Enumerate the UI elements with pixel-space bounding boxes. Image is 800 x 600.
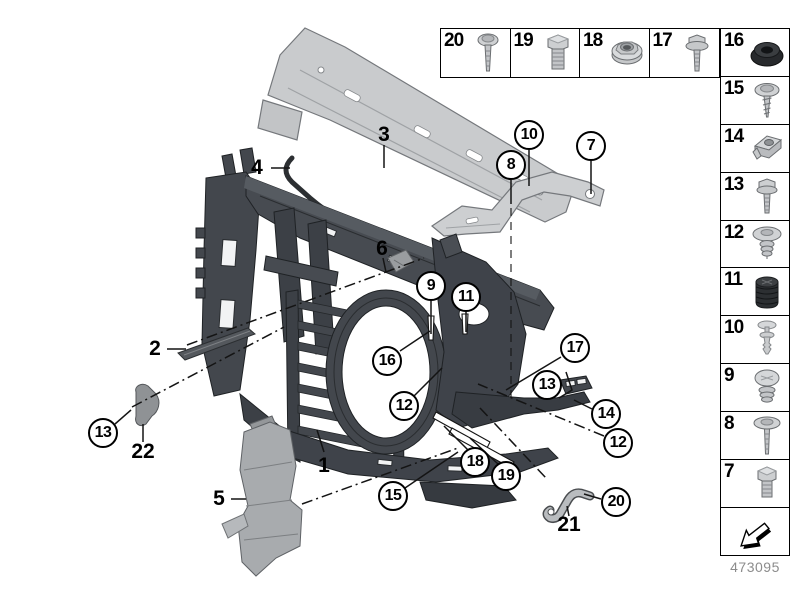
callout-5[interactable]: 5 bbox=[213, 487, 225, 510]
callout-12[interactable]: 12 bbox=[603, 428, 633, 458]
legend-item-number: 10 bbox=[724, 317, 744, 339]
legend-item-number: 13 bbox=[724, 173, 744, 195]
legend-item-number: 16 bbox=[724, 30, 744, 51]
legend-item-13[interactable]: 13 bbox=[720, 171, 790, 222]
expansion-plug-icon bbox=[755, 276, 779, 309]
hex-bolt-icon bbox=[546, 34, 569, 70]
legend-item-18[interactable]: 18 bbox=[579, 28, 650, 78]
callout-20[interactable]: 20 bbox=[601, 487, 631, 517]
hex-bolt-short-icon bbox=[756, 466, 778, 498]
callout-9[interactable]: 9 bbox=[416, 271, 446, 301]
leader-lines bbox=[114, 145, 605, 517]
legend-item-number: 12 bbox=[724, 221, 744, 243]
fastener-legend-right-column: 16 15 14 13 12 11 10 9 8 7 bbox=[720, 28, 790, 557]
callout-19[interactable]: 19 bbox=[491, 461, 521, 491]
legend-item-19[interactable]: 19 bbox=[509, 28, 581, 78]
legend-item-number: 11 bbox=[724, 269, 743, 291]
callout-21[interactable]: 21 bbox=[557, 513, 581, 536]
callout-7[interactable]: 7 bbox=[576, 131, 606, 161]
legend-arrow-cell[interactable] bbox=[720, 506, 790, 557]
direction-arrow-icon bbox=[740, 521, 772, 549]
legend-item-number: 18 bbox=[583, 30, 603, 51]
legend-item-number: 8 bbox=[724, 413, 735, 435]
hex-flange-bolt-icon bbox=[756, 178, 778, 214]
callout-16[interactable]: 16 bbox=[372, 346, 402, 376]
legend-item-number: 20 bbox=[444, 30, 464, 51]
torx-screw-icon bbox=[477, 33, 499, 72]
big-washer-screw-icon bbox=[752, 226, 782, 260]
legend-item-number: 7 bbox=[724, 461, 735, 483]
callout-6[interactable]: 6 bbox=[376, 237, 388, 260]
grommet-icon bbox=[750, 41, 784, 67]
part-clip-bracket bbox=[135, 383, 160, 427]
callout-8[interactable]: 8 bbox=[496, 150, 526, 180]
legend-item-10[interactable]: 10 bbox=[720, 315, 790, 365]
legend-item-8[interactable]: 8 bbox=[720, 411, 790, 461]
washer-long-screw-icon bbox=[753, 416, 781, 455]
pan-head-screw-icon bbox=[754, 369, 780, 403]
legend-item-11[interactable]: 11 bbox=[720, 267, 790, 317]
callout-15[interactable]: 15 bbox=[378, 481, 408, 511]
washer-tapping-screw-icon bbox=[754, 82, 780, 118]
callout-4[interactable]: 4 bbox=[251, 156, 263, 179]
part-air-duct bbox=[221, 415, 303, 577]
callout-11[interactable]: 11 bbox=[451, 282, 481, 312]
callout-22[interactable]: 22 bbox=[131, 440, 155, 463]
legend-item-17[interactable]: 17 bbox=[648, 28, 720, 78]
legend-item-20[interactable]: 20 bbox=[440, 28, 511, 78]
legend-item-number: 9 bbox=[724, 365, 735, 387]
legend-item-12[interactable]: 12 bbox=[720, 219, 790, 269]
legend-item-number: 14 bbox=[724, 125, 744, 147]
legend-item-number: 17 bbox=[652, 30, 673, 51]
diagram-id-label: 473095 bbox=[730, 559, 780, 575]
part-side-bracket bbox=[430, 171, 605, 237]
callout-2[interactable]: 2 bbox=[149, 337, 161, 360]
hex-flange-bolt-long-icon bbox=[685, 34, 708, 72]
callout-1[interactable]: 1 bbox=[318, 454, 330, 477]
callout-18[interactable]: 18 bbox=[460, 447, 490, 477]
callout-17[interactable]: 17 bbox=[560, 333, 590, 363]
legend-item-7[interactable]: 7 bbox=[720, 459, 790, 509]
legend-item-9[interactable]: 9 bbox=[720, 363, 790, 413]
callout-3[interactable]: 3 bbox=[378, 123, 390, 146]
legend-item-15[interactable]: 15 bbox=[720, 75, 790, 126]
clip-nut-icon bbox=[752, 135, 783, 161]
fastener-legend-top-row: 20 19 18 17 bbox=[440, 28, 720, 78]
callout-14[interactable]: 14 bbox=[591, 399, 621, 429]
legend-item-16[interactable]: 16 bbox=[720, 28, 790, 78]
callout-10[interactable]: 10 bbox=[514, 120, 544, 150]
flange-nut-icon bbox=[611, 41, 643, 65]
legend-item-number: 19 bbox=[513, 30, 534, 51]
legend-item-number: 15 bbox=[724, 77, 744, 99]
push-rivet-icon bbox=[757, 320, 777, 355]
part-side-rail bbox=[177, 327, 256, 361]
callout-12[interactable]: 12 bbox=[389, 391, 419, 421]
legend-item-14[interactable]: 14 bbox=[720, 123, 790, 174]
callout-13[interactable]: 13 bbox=[532, 370, 562, 400]
part-support-bracket bbox=[542, 488, 595, 523]
callout-13[interactable]: 13 bbox=[88, 418, 118, 448]
